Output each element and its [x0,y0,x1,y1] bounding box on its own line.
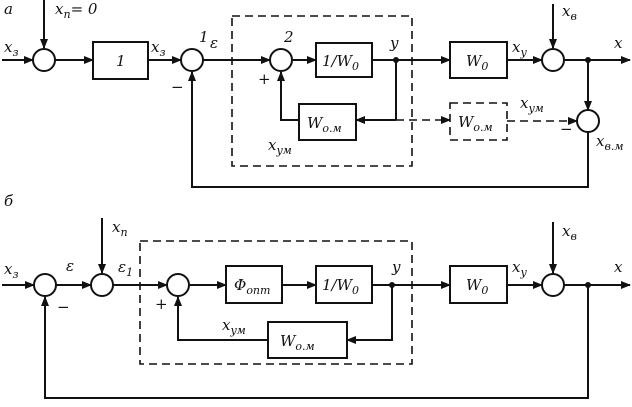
block-inverse-w0-label: 1/W0 [322,276,359,297]
xym-label: xyм [268,136,292,157]
summing-junction-2 [166,273,190,297]
minus-sign-2: − [560,120,573,138]
epsilon-label: ε [210,34,218,52]
summing-junction-1 [180,48,204,72]
block-model-label: Wо.м [307,114,342,135]
block-inverse-w0 [315,265,373,304]
signal-line [277,71,299,121]
xym-label: xyм [222,316,246,337]
block-unity-label: 1 [116,52,126,70]
minus-sign: − [57,298,70,316]
controller-dashed-box [231,15,413,167]
block-unity [92,41,149,80]
xv-label: xв [562,222,577,243]
block-phi-opt-label: Φопт [234,276,270,297]
panel-b-letter: б [4,192,14,210]
y-label: y [389,34,399,52]
signal-line [346,285,393,344]
output-label: x [614,34,623,52]
sum1-number: 1 [199,28,209,46]
plus-sign: + [258,70,271,88]
block-model-dashed [449,102,508,141]
summing-junction-0 [33,273,57,297]
panel-a-letter: а [4,0,13,18]
block-model [267,321,348,359]
epsilon1-label: ε1 [118,258,133,279]
minus-sign: − [171,78,184,96]
summing-junction-0 [32,48,56,72]
input-label: xз [4,260,18,281]
block-plant-w0-label: W0 [466,276,488,297]
panel-a: а xз xп= 0 1 xз 1 − ε 1 2 + 1/W0 [2,0,631,188]
disturbance-label: xп [112,218,128,239]
block-plant-w0-label: W0 [466,52,488,73]
input-label: xз [4,38,18,59]
block-model-dashed-label: Wо.м [458,113,493,134]
output-label: x [614,258,623,276]
controller-dashed-box [139,240,413,365]
epsilon-label: ε [66,257,74,275]
disturbance-label: xп= 0 [55,0,98,21]
block-plant-w0 [449,265,508,304]
summing-junction-out [541,273,565,297]
block-model [298,103,357,141]
sum2-number-label: 2 [283,28,294,46]
xz-label: xз [151,38,165,59]
feedback-line [188,71,589,188]
block-phi-opt [225,265,283,304]
summing-junction-out [541,48,565,72]
xy-label: xy [512,38,527,59]
xv-label: xв [562,2,577,23]
xy-label: xy [512,258,527,279]
block-inverse-w0-label: 1/W0 [322,52,359,73]
block-model-label: Wо.м [280,332,315,353]
xvm-label: xв.м [596,132,624,153]
xym2-label: xyм [520,94,544,115]
plus-sign: + [155,295,168,313]
panel-b: б xз − ε xп ε1 + Φопт 1/W0 y W0 xy xв x [2,192,631,399]
signal-line [174,296,268,341]
y-label: y [391,258,401,276]
summing-junction-2 [269,48,293,72]
summing-junction-1 [90,273,114,297]
summing-junction-vm [576,109,600,133]
feedback-line [41,285,589,399]
